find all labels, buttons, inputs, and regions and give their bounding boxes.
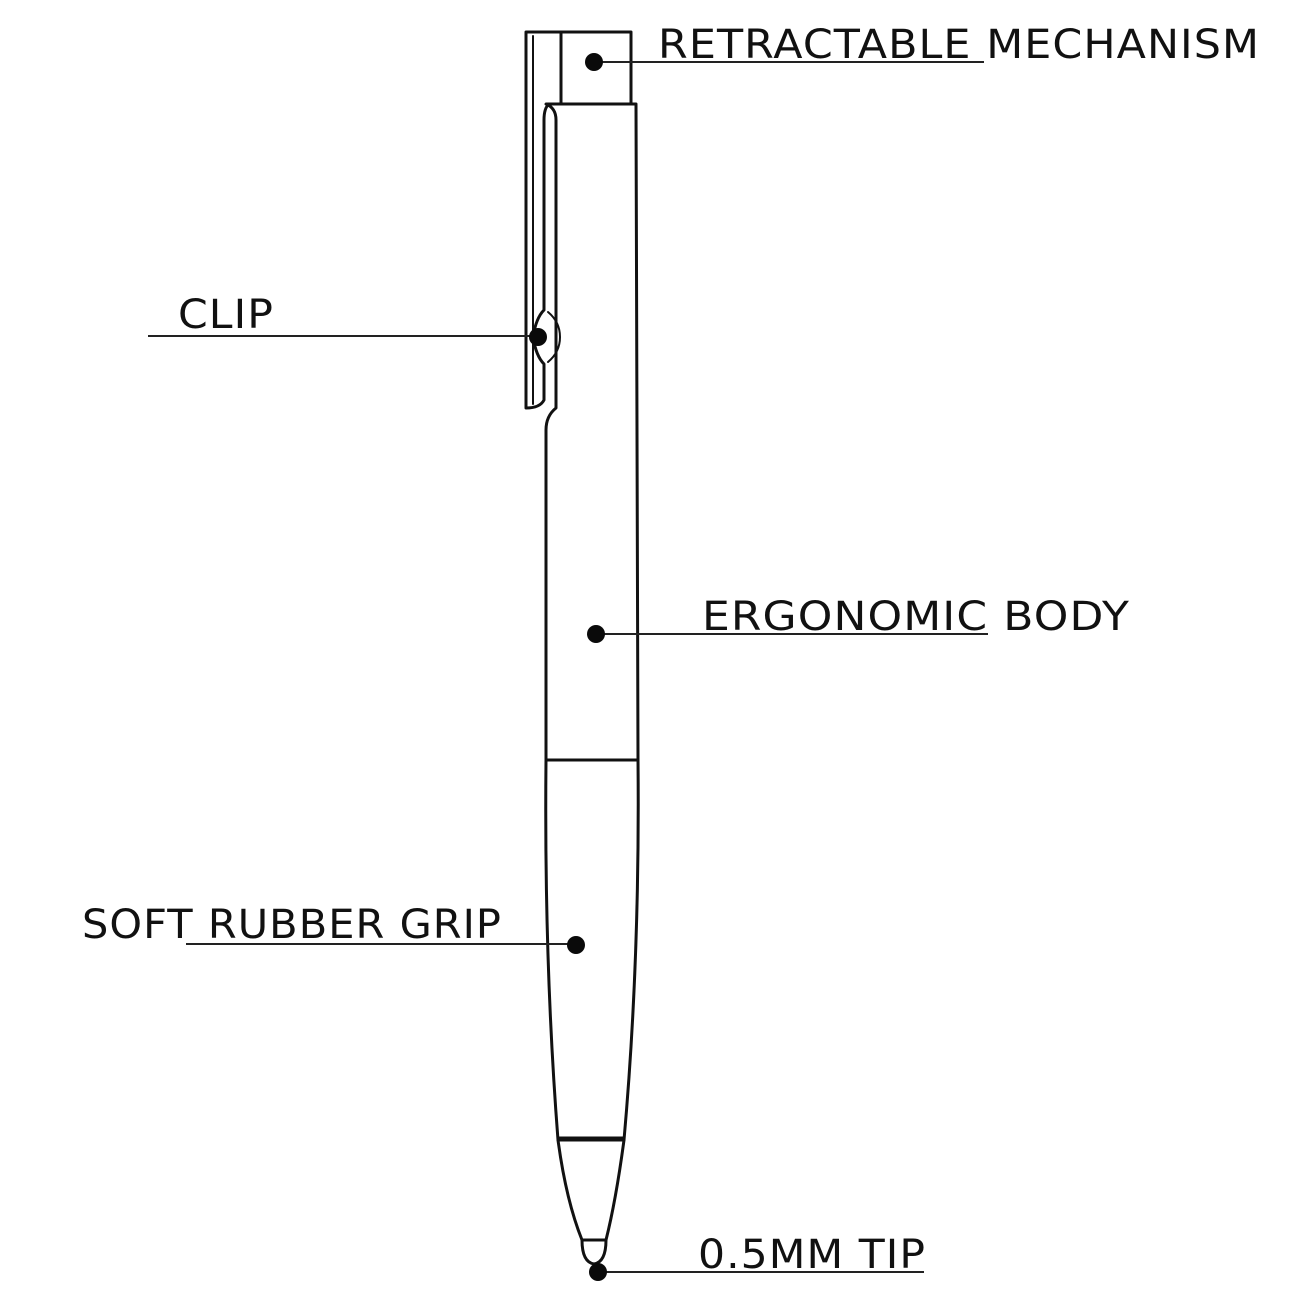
label-retractable-mechanism: RETRACTABLE MECHANISM: [658, 22, 1260, 68]
callout-clip: CLIP: [148, 292, 547, 346]
callout-ergonomic-body: ERGONOMIC BODY: [587, 594, 1130, 643]
label-ergonomic-body: ERGONOMIC BODY: [702, 594, 1130, 640]
label-clip: CLIP: [178, 292, 274, 338]
pen-cone: [556, 1138, 626, 1242]
pen-ball-tip: [580, 1238, 608, 1266]
pen-body: [544, 102, 640, 762]
label-soft-rubber-grip: SOFT RUBBER GRIP: [82, 902, 502, 948]
callout-tip: 0.5MM TIP: [589, 1232, 926, 1281]
callout-retractable-mechanism: RETRACTABLE MECHANISM: [585, 22, 1260, 71]
pointer-dot-clip: [529, 328, 547, 346]
pen-drawing: [524, 30, 640, 1266]
pointer-dot-soft-rubber-grip: [567, 936, 585, 954]
pointer-dot-retractable-mechanism: [585, 53, 603, 71]
pen-grip: [544, 758, 640, 1142]
label-tip: 0.5MM TIP: [698, 1232, 926, 1278]
pen-clip-bump: [547, 311, 562, 363]
callout-soft-rubber-grip: SOFT RUBBER GRIP: [82, 902, 585, 954]
pointer-dot-tip: [589, 1263, 607, 1281]
pointer-dot-ergonomic-body: [587, 625, 605, 643]
